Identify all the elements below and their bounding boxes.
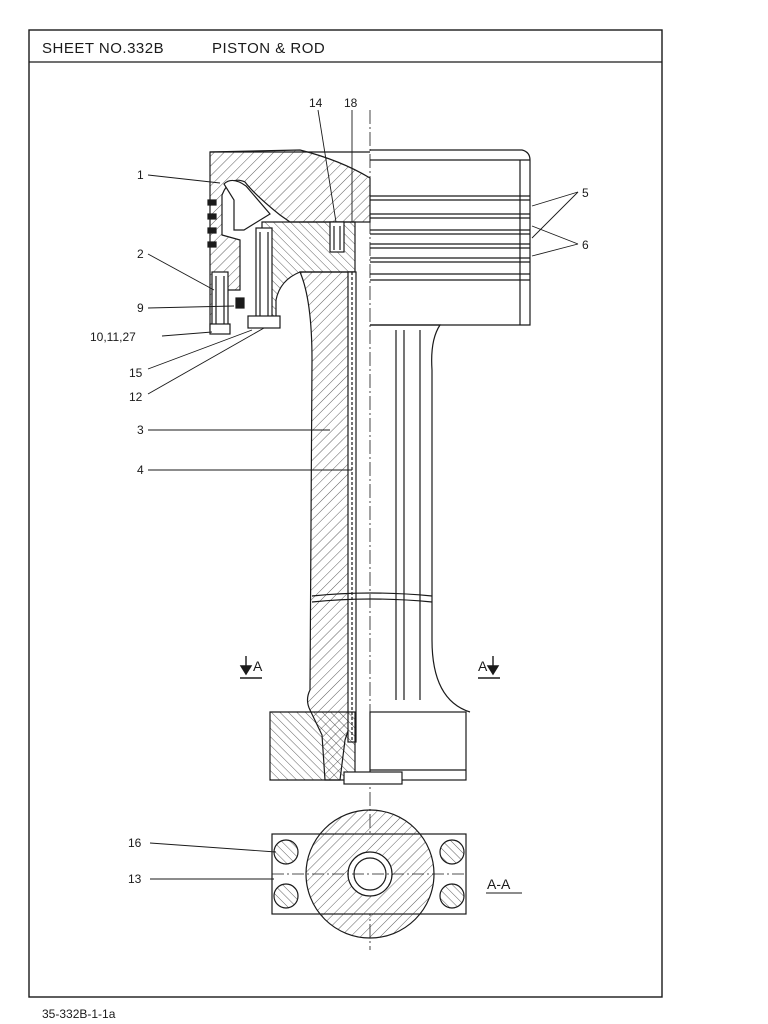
- callout-9: 9: [137, 301, 144, 315]
- callout-6: 6: [582, 238, 589, 252]
- section-view-aa: [271, 809, 467, 939]
- piston-crown-section: [207, 149, 371, 331]
- piston-rod-section: [299, 271, 357, 781]
- callout-1: 1: [137, 168, 144, 182]
- callout-16: 16: [128, 836, 142, 850]
- leader-lines: [147, 109, 579, 880]
- sheet-title: PISTON & ROD: [212, 40, 325, 57]
- callout-14: 14: [309, 96, 323, 110]
- rod-foot-flange: [269, 711, 467, 785]
- sheet-number: SHEET NO.332B: [42, 40, 164, 57]
- callout-15: 15: [129, 366, 143, 380]
- callout-12: 12: [129, 390, 143, 404]
- callout-10-11-27: 10,11,27: [90, 330, 136, 344]
- callout-13: 13: [128, 872, 142, 886]
- callout-18: 18: [344, 96, 358, 110]
- callout-2: 2: [137, 247, 144, 261]
- piston-exterior: [370, 149, 531, 326]
- callout-4: 4: [137, 463, 144, 477]
- section-mark-left: A: [253, 658, 263, 674]
- callout-5: 5: [582, 186, 589, 200]
- piston-rod-exterior: [311, 324, 471, 713]
- section-arrow-left: [239, 656, 262, 679]
- section-mark-right: A: [478, 658, 488, 674]
- section-arrow-right: [478, 656, 500, 679]
- callout-3: 3: [137, 423, 144, 437]
- sheet-frame: [28, 29, 663, 998]
- section-view-label: A-A: [487, 876, 511, 892]
- document-code: 35-332B-1-1a: [42, 1007, 116, 1021]
